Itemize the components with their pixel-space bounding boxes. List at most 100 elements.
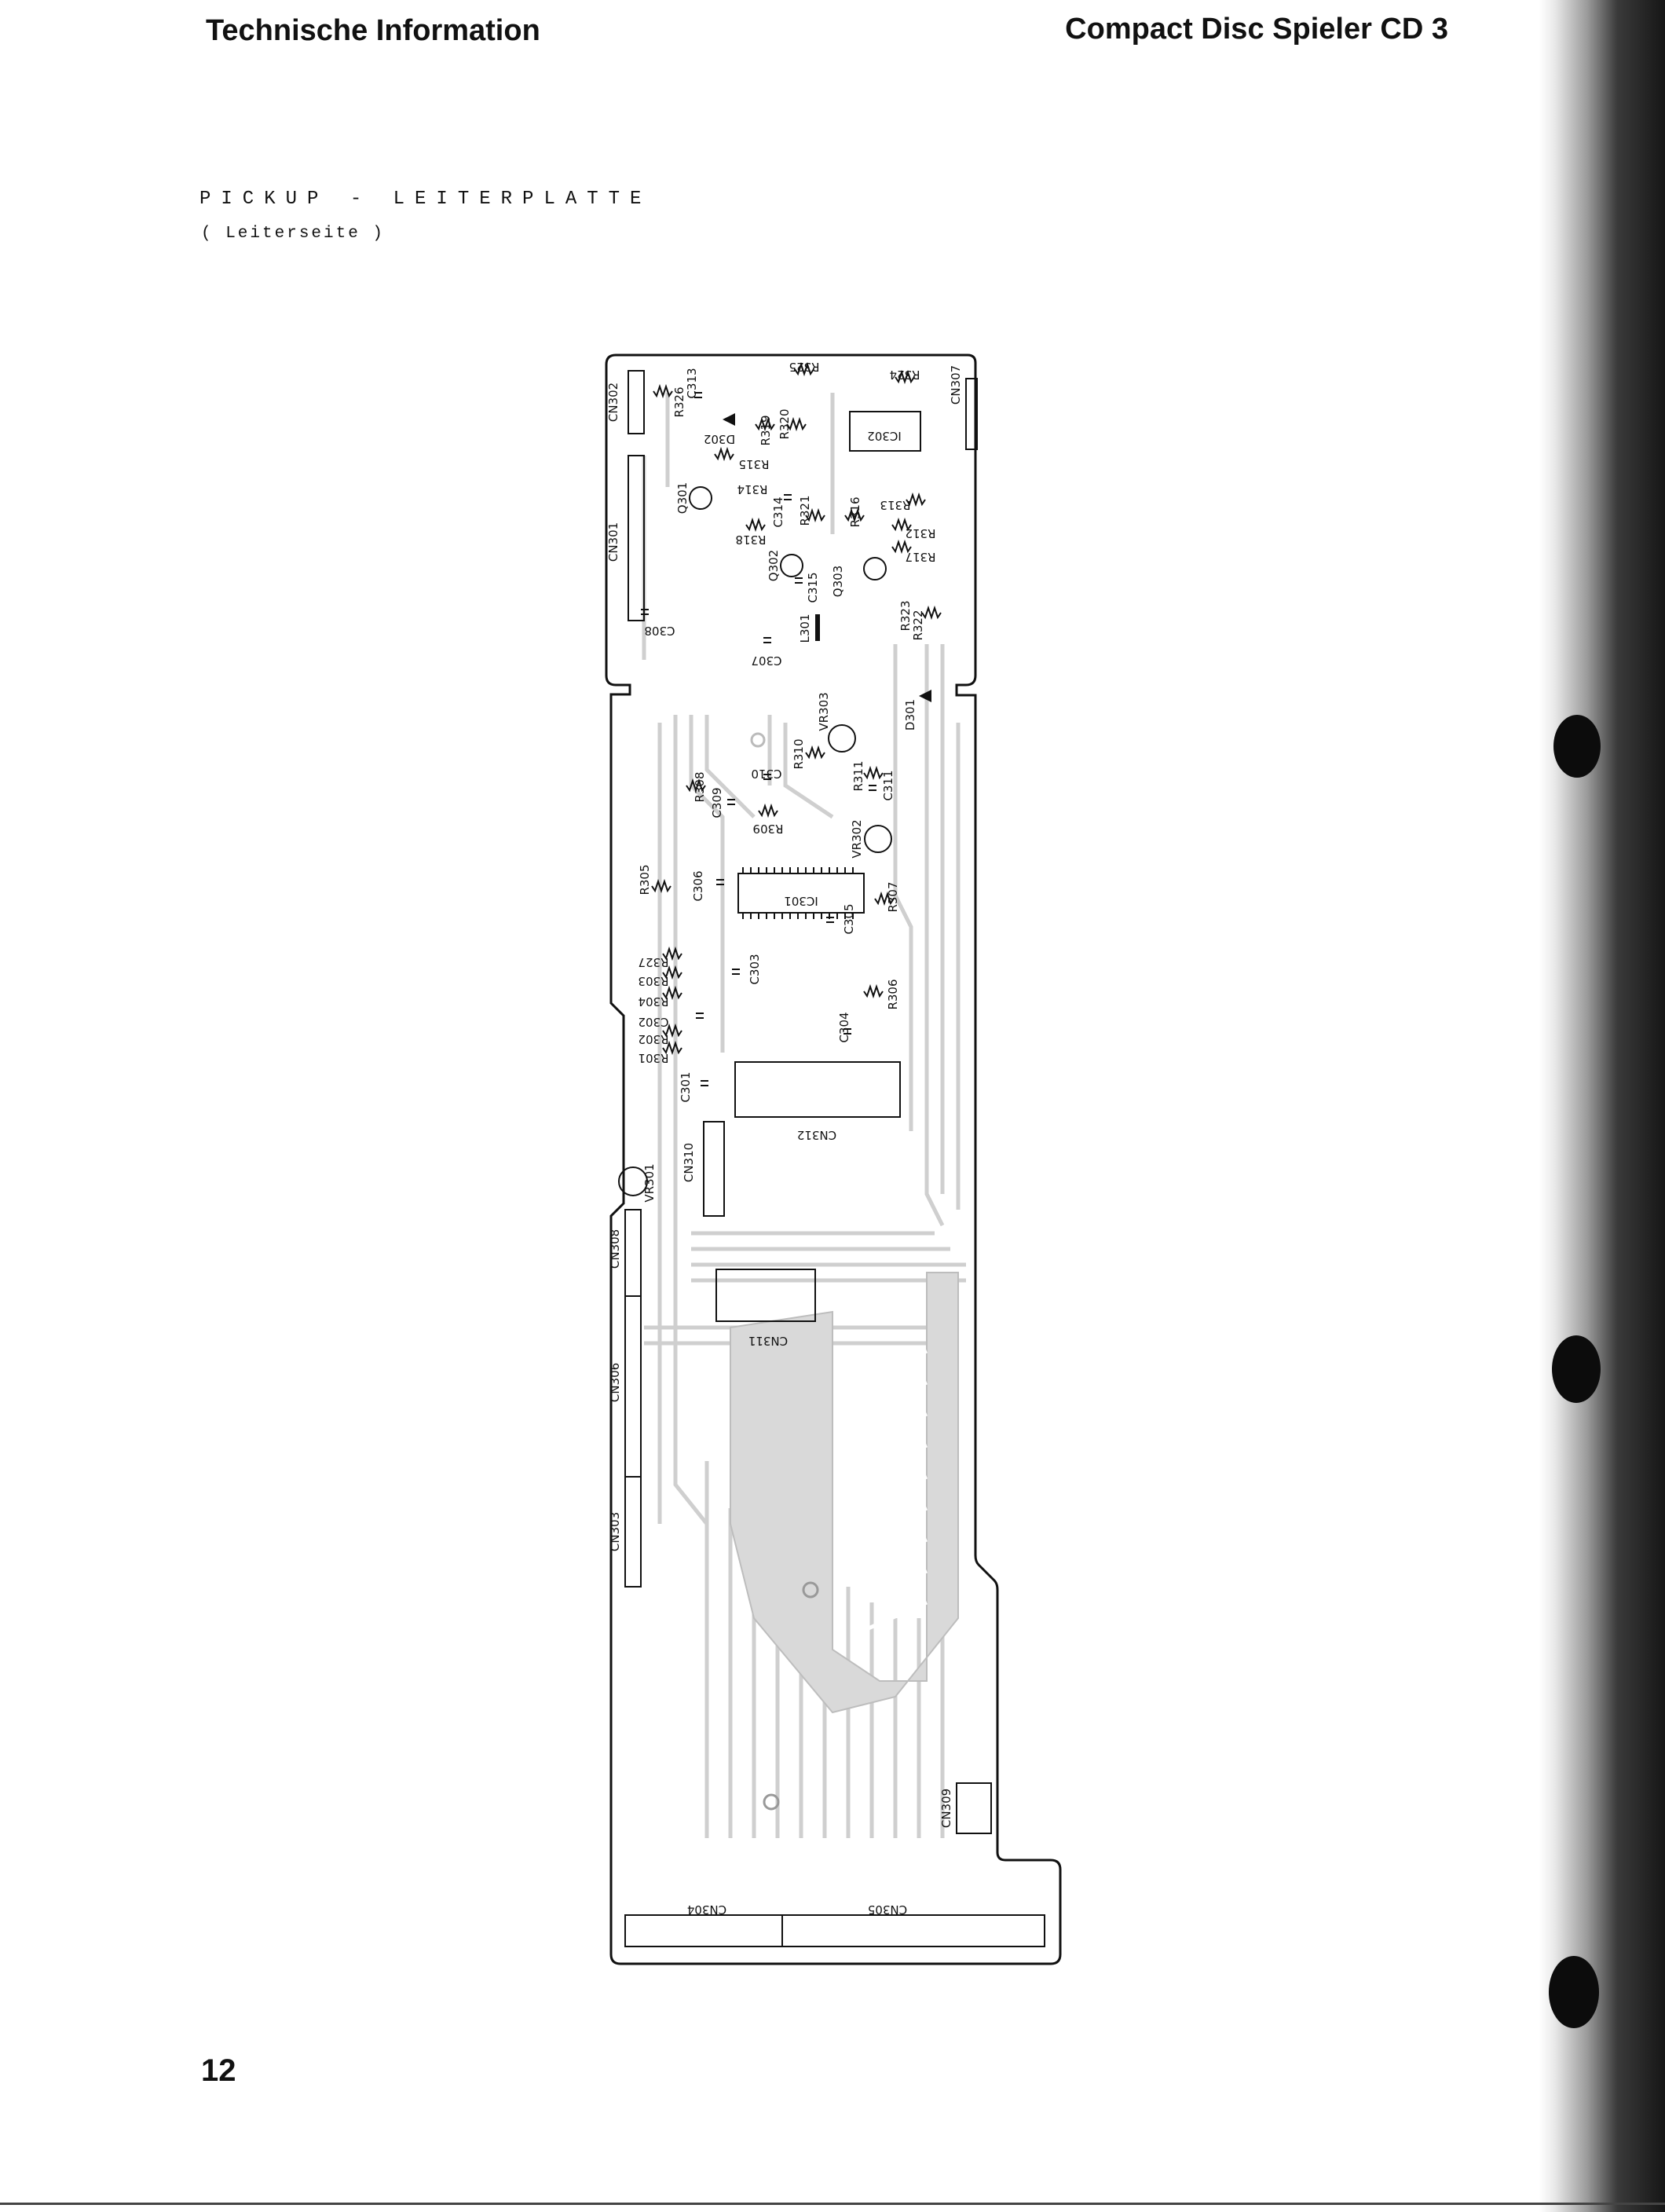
r313-label: R313 [880,498,910,512]
section-title: PICKUP - LEITERPLATTE [199,189,652,210]
copper-traces [642,393,966,1838]
vr301-outline [618,1166,648,1196]
c310-label: C310 [751,767,781,781]
d301-label: D301 [903,699,917,731]
cn301-label: CN301 [606,522,620,562]
cn304-label: CN304 [687,1903,726,1917]
l301-label: L301 [798,614,812,643]
r326-label: R326 [672,386,686,417]
r308-label: R308 [693,771,707,802]
board-outline [605,353,1062,1965]
r325-label: R325 [789,360,819,374]
q302-label: Q302 [767,550,781,581]
cn311-outline [715,1269,816,1322]
capacitor-symbols [641,392,876,1086]
cn302-label: CN302 [606,383,620,422]
q301-label: Q301 [675,482,690,514]
section-subtitle: ( Leiterseite ) [201,225,386,243]
q303-label: Q303 [831,566,845,597]
header-left-title: Technische Information [206,14,540,47]
r306-label: R306 [886,979,900,1009]
punch-hole [1553,715,1601,778]
r304-label: R304 [638,994,668,1009]
c301-label: C301 [679,1071,693,1102]
r301-label: R301 [638,1051,668,1065]
r315-label: R315 [738,457,769,471]
c302-label: C302 [638,1015,668,1029]
cn301-outline [628,455,645,621]
r307-label: R307 [886,881,900,912]
cn304-outline [624,1914,783,1947]
mounting-hole [763,1793,780,1811]
resistor-symbols [651,361,942,1056]
cn312-outline [734,1061,901,1118]
cn308-label: CN308 [608,1229,622,1269]
r310-label: R310 [792,738,806,769]
c304-label: C304 [837,1012,851,1042]
mounting-hole [802,1581,819,1599]
c308-label: C308 [644,624,675,638]
ic302-label: IC302 [867,429,902,443]
d302-label: D302 [704,432,735,446]
vr303-outline [828,724,856,753]
header-right-title: Compact Disc Spieler CD 3 [1065,13,1448,46]
r305-label: R305 [638,864,652,895]
c306-label: C306 [691,870,705,901]
q303-outline [863,557,887,580]
cn310-outline [703,1121,725,1217]
c303-label: C303 [748,954,762,984]
cn309-label: CN309 [939,1789,953,1828]
cn307-label: CN307 [949,365,963,405]
ic301-label: IC301 [784,894,818,908]
r318-label: R318 [735,533,766,547]
r309-label: R309 [752,822,783,836]
pcb-layout-diagram: CN302 CN301 CN307 CN312 CN310 CN308 CN31… [605,353,1062,1965]
r319-label: R319 [759,415,773,445]
c311-label: C311 [881,770,895,800]
d301-symbol [919,690,931,702]
r303-label: R303 [638,974,668,988]
ic302-outline [849,411,921,452]
c307-label: C307 [751,654,781,668]
r321-label: R321 [798,495,812,526]
ic301-outline [737,873,865,914]
r323-label: R323 [898,600,913,631]
cn310-label: CN310 [682,1143,696,1182]
cn311-label: CN311 [748,1334,788,1348]
c309-label: C309 [710,787,724,818]
binder-shadow [1539,0,1665,2212]
cn306-label: CN306 [608,1363,622,1402]
ground-plane-hatch [854,1349,928,1636]
d302-symbol [723,413,735,426]
r314-label: R314 [737,482,767,496]
vr301-label: VR301 [642,1163,657,1202]
punch-hole [1549,1956,1599,2028]
page-number: 12 [201,2053,236,2088]
l301-outline [815,614,820,641]
bottom-edge-line [0,2203,1665,2205]
ic301-pins [742,867,854,919]
cn303-outline [624,1476,642,1588]
r324-label: R324 [889,368,920,382]
ground-plane [730,1272,959,1714]
vr302-label: VR302 [850,819,864,858]
cn302-outline [628,370,645,434]
c315-label: C315 [806,572,820,602]
cn306-outline [624,1295,642,1478]
mounting-hole [750,732,766,748]
c314-label: C314 [771,496,785,527]
r322-label: R322 [911,610,925,640]
q301-outline [689,486,712,510]
vr303-label: VR303 [817,692,831,731]
punch-hole [1552,1335,1601,1403]
cn305-outline [781,1914,1045,1947]
r316-label: R316 [848,496,862,527]
r317-label: R317 [905,550,935,564]
cn305-label: CN305 [868,1903,907,1917]
cn307-outline [965,378,978,450]
r327-label: R327 [638,955,668,969]
r320-label: R320 [778,408,792,439]
vr302-outline [864,825,892,853]
r302-label: R302 [638,1032,668,1046]
cn312-label: CN312 [797,1128,836,1142]
